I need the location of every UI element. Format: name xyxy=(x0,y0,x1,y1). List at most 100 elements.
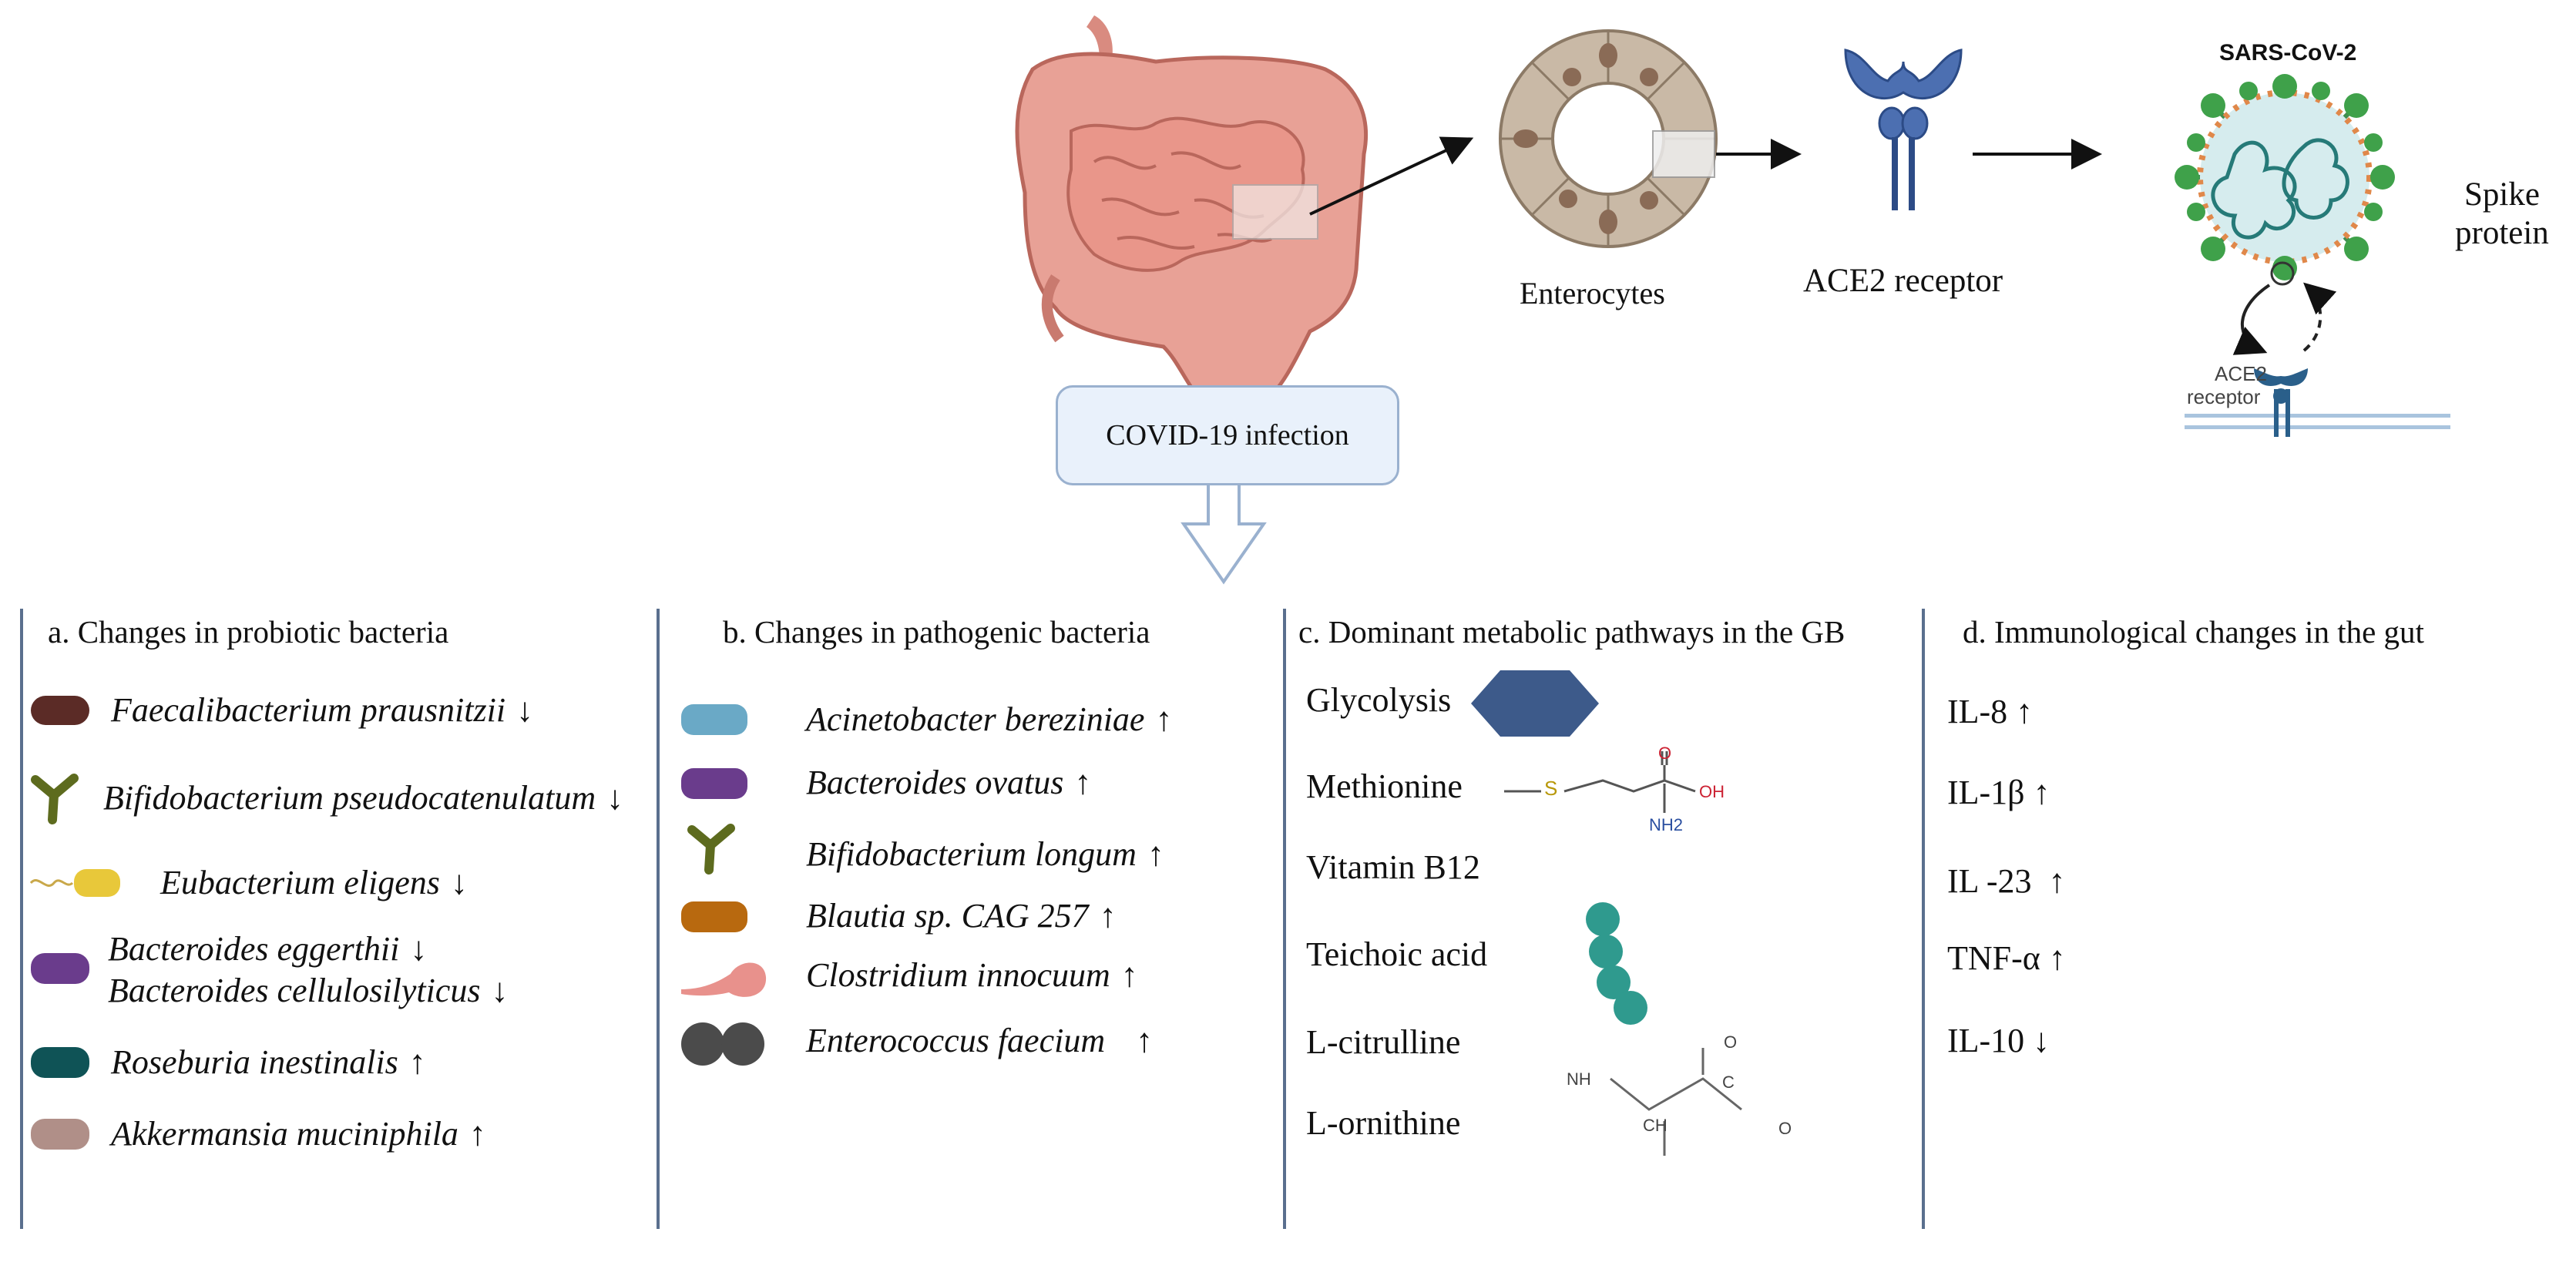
bacteria-name: Bifidobacterium longum xyxy=(806,835,1137,873)
list-item: IL-8 ↑ xyxy=(1947,692,2033,731)
list-item: Bifidobacterium pseudocatenulatum ↓ xyxy=(29,770,623,824)
list-item: Acinetobacter bereziniae ↑ xyxy=(806,700,1172,739)
list-item: L-citrulline xyxy=(1306,1022,1460,1062)
list-item: Methionine xyxy=(1306,767,1463,806)
change-arrow: ↓ xyxy=(516,691,534,729)
inset-ace2-line1: ACE2 xyxy=(2215,362,2267,385)
enterocyte-ring-illustration xyxy=(1499,29,1718,248)
teichoic-acid-icon xyxy=(1586,902,1647,1025)
cytokine-change: IL-10 ↓ xyxy=(1947,1022,2050,1059)
ace2-receptor-label: ACE2 receptor xyxy=(1803,263,2003,299)
list-item: Bacteroides cellulosilyticus ↓ xyxy=(108,971,508,1010)
panel-divider xyxy=(20,609,23,1229)
spike-label-line1: Spike xyxy=(2464,176,2540,213)
bacteria-name: Bacteroides eggerthii xyxy=(108,930,400,968)
enterocytes-label: Enterocytes xyxy=(1520,276,1665,311)
change-arrow: ↑ xyxy=(408,1043,426,1081)
chem-hydroxyl: OH xyxy=(1699,782,1725,801)
cytokine-change: IL-8 ↑ xyxy=(1947,693,2034,730)
bacteria-name: Akkermansia muciniphila xyxy=(111,1115,458,1153)
glycolysis-hexagon-icon xyxy=(1471,670,1599,737)
change-arrow: ↑ xyxy=(1099,897,1117,935)
change-arrow: ↑ xyxy=(1120,956,1138,994)
enterococcus-icon xyxy=(681,1022,764,1066)
bacteria-name: Blautia sp. CAG 257 xyxy=(806,897,1089,935)
covid-infection-label: COVID-19 infection xyxy=(1106,419,1349,452)
list-item: TNF-α ↑ xyxy=(1947,938,2066,978)
chem-sulfur: S xyxy=(1544,777,1558,800)
change-arrow: ↓ xyxy=(491,972,509,1009)
pathway-name: L-citrulline xyxy=(1306,1023,1461,1061)
list-item: Eubacterium eligens ↓ xyxy=(29,863,468,902)
covid-infection-box: COVID-19 infection xyxy=(1056,385,1399,485)
change-arrow: ↑ xyxy=(1155,700,1173,738)
bacteroides-ovatus-icon xyxy=(681,768,747,799)
faecalibacterium-icon xyxy=(31,695,89,725)
list-item: Clostridium innocuum ↑ xyxy=(806,955,1138,995)
pathway-name: Vitamin B12 xyxy=(1306,848,1480,886)
list-item: Akkermansia muciniphila ↑ xyxy=(29,1114,486,1153)
akkermansia-icon xyxy=(31,1118,89,1150)
pathway-name: Glycolysis xyxy=(1306,681,1452,719)
list-item: Enterococcus faecium ↑ xyxy=(806,1021,1153,1060)
list-item: Vitamin B12 xyxy=(1306,848,1480,887)
bacteria-name: Bacteroides ovatus xyxy=(806,764,1064,801)
change-arrow: ↑ xyxy=(1147,835,1164,873)
list-item: Glycolysis xyxy=(1306,680,1451,720)
change-arrow: ↑ xyxy=(1136,1022,1154,1059)
chem-oxygen-right: O xyxy=(1778,1119,1792,1138)
bacteria-name: Eubacterium eligens xyxy=(160,864,440,901)
pathway-name: Methionine xyxy=(1306,767,1463,805)
list-item: Teichoic acid xyxy=(1306,935,1487,974)
bifidobacterium-icon xyxy=(31,774,79,824)
chem-nh: NH xyxy=(1567,1069,1591,1089)
change-arrow: ↓ xyxy=(410,930,428,968)
acinetobacter-icon xyxy=(681,704,747,735)
chem-oxygen: O xyxy=(1658,744,1672,763)
bacteria-name: Bacteroides cellulosilyticus xyxy=(108,972,481,1009)
ornithine-structure-icon xyxy=(1610,1048,1742,1156)
change-arrow: ↑ xyxy=(469,1115,486,1153)
panel-c-title: c. Dominant metabolic pathways in the GB xyxy=(1298,614,1846,650)
list-item: IL-1β ↑ xyxy=(1947,773,2050,812)
eubacterium-icon xyxy=(29,868,120,897)
change-arrow: ↑ xyxy=(1074,764,1092,801)
bacteria-name: Bifidobacterium pseudocatenulatum xyxy=(103,778,596,817)
panel-a-title: a. Changes in probiotic bacteria xyxy=(48,614,449,650)
list-item: Faecalibacterium prausnitzii ↓ xyxy=(29,690,533,730)
blautia-icon xyxy=(681,901,747,932)
change-arrow: ↓ xyxy=(606,778,624,817)
bacteroides-icon xyxy=(31,953,89,984)
chem-amine: NH2 xyxy=(1649,815,1684,834)
change-arrow: ↓ xyxy=(450,864,468,901)
intestine-illustration xyxy=(1015,15,1369,415)
ace2-receptor-illustration xyxy=(1844,49,1963,210)
sars-cov-2-virus-illustration xyxy=(2175,74,2450,437)
cytokine-change: IL-1β ↑ xyxy=(1947,774,2050,811)
list-item: Blautia sp. CAG 257 ↑ xyxy=(806,896,1117,935)
list-item: Bacteroides ovatus ↑ xyxy=(806,763,1091,802)
bacteria-name: Roseburia inestinalis xyxy=(111,1043,398,1081)
bacteria-name: Clostridium innocuum xyxy=(806,956,1110,994)
panel-divider xyxy=(657,609,660,1229)
bifidobacterium-longum-icon xyxy=(687,824,735,875)
panel-divider xyxy=(1283,609,1286,1229)
chem-carbon: C xyxy=(1722,1073,1735,1092)
down-arrow xyxy=(1181,482,1267,585)
panel-b-title: b. Changes in pathogenic bacteria xyxy=(723,614,1150,650)
list-item: Bacteroides eggerthii ↓ xyxy=(108,929,427,969)
methionine-structure-icon xyxy=(1504,751,1696,813)
cytokine-change: IL -23 ↑ xyxy=(1947,862,2066,900)
list-item: Bifidobacterium longum ↑ xyxy=(806,834,1164,874)
inset-ace2-line2: receptor xyxy=(2187,385,2261,408)
bacteria-name: Faecalibacterium prausnitzii xyxy=(111,691,506,729)
chem-ch: CH xyxy=(1643,1116,1668,1135)
list-item: IL-10 ↓ xyxy=(1947,1021,2050,1060)
list-item: L-ornithine xyxy=(1306,1103,1460,1143)
list-item: Roseburia inestinalis ↑ xyxy=(29,1042,426,1082)
bacteria-name: Enterococcus faecium xyxy=(806,1022,1106,1059)
panel-divider xyxy=(1922,609,1925,1229)
spike-label-line2: protein xyxy=(2455,215,2549,251)
bacteria-name: Acinetobacter bereziniae xyxy=(806,700,1145,738)
virus-title: SARS-CoV-2 xyxy=(2219,40,2357,65)
